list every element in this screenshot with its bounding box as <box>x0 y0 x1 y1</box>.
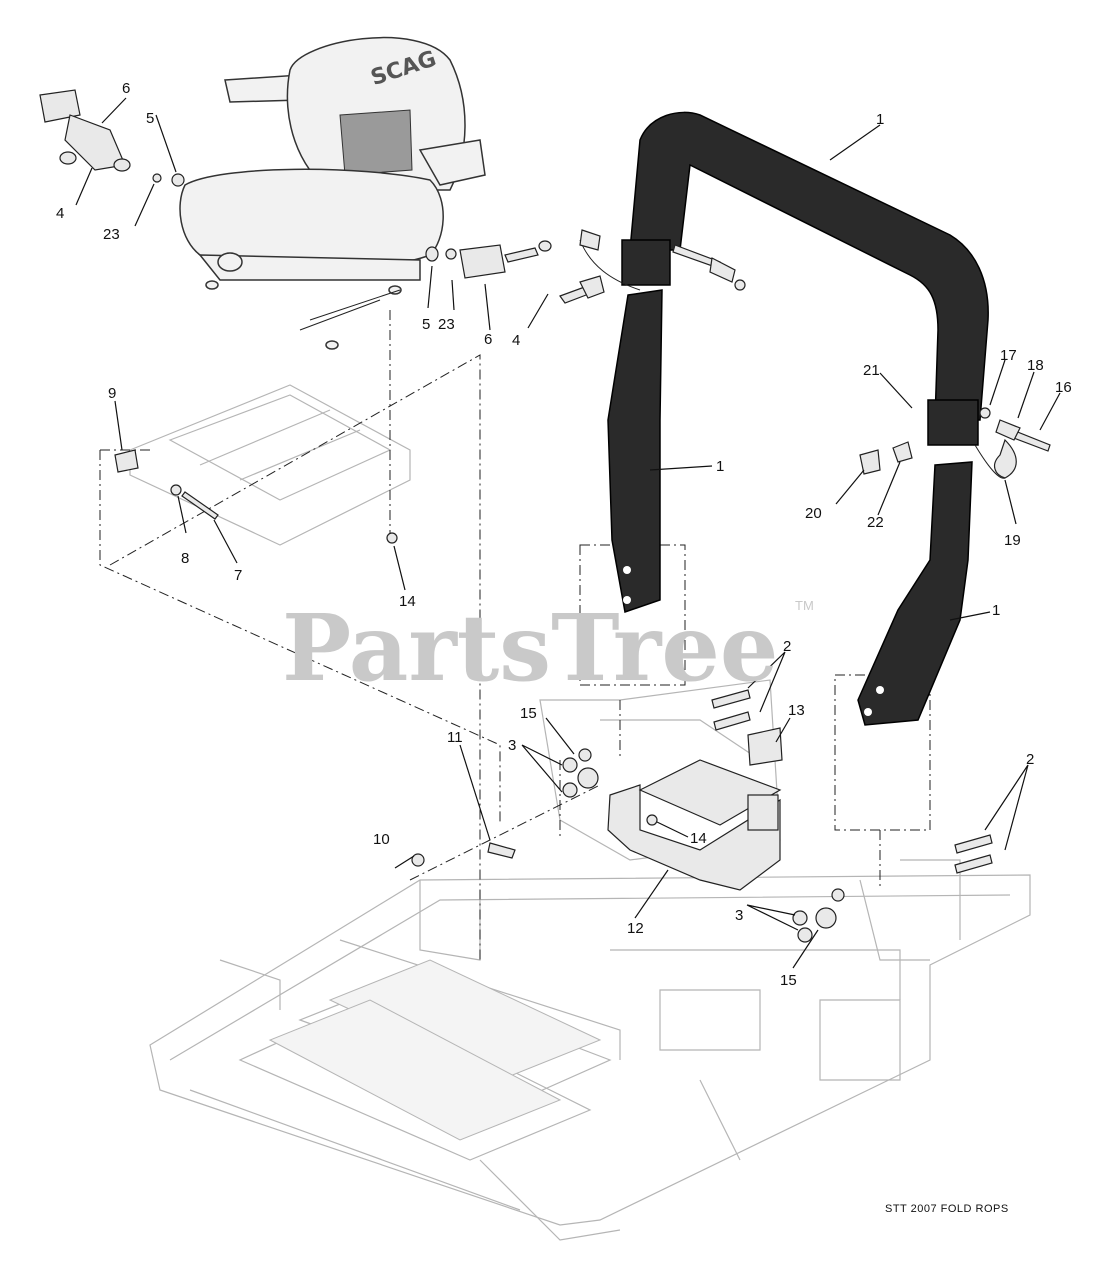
seat-plate-hardware <box>114 449 398 544</box>
callout-23-left: 23 <box>103 226 120 243</box>
rops-right-leg <box>857 461 973 726</box>
assembly-lines <box>99 310 931 960</box>
callout-10: 10 <box>373 831 390 848</box>
callout-5-right: 5 <box>422 316 430 333</box>
callout-9: 9 <box>108 385 116 402</box>
callout-6-right: 6 <box>484 331 492 348</box>
parts-tree-watermark: PartsTree TM <box>282 594 814 702</box>
callout-7: 7 <box>234 567 242 584</box>
seat-switch-right <box>425 240 552 279</box>
callout-21: 21 <box>863 362 880 379</box>
callout-18: 18 <box>1027 357 1044 374</box>
callout-8: 8 <box>181 550 189 567</box>
diagram-code: STT 2007 FOLD ROPS <box>885 1203 1009 1215</box>
callout-1-left-leg: 1 <box>716 458 724 475</box>
callout-19: 19 <box>1004 532 1021 549</box>
hinge-hardware-right <box>859 407 1051 479</box>
callout-14-bracket: 14 <box>690 830 707 847</box>
callout-15-right: 15 <box>780 972 797 989</box>
callout-11: 11 <box>447 729 463 746</box>
mounting-bracket <box>411 727 783 891</box>
callout-3-left: 3 <box>508 737 516 754</box>
trademark-symbol: TM <box>795 598 814 613</box>
callout-2-left: 2 <box>783 638 791 655</box>
chassis-frame <box>129 384 1031 1241</box>
callout-17: 17 <box>1000 347 1017 364</box>
mount-hardware <box>562 689 993 943</box>
callout-1-top: 1 <box>876 111 884 128</box>
callout-14-plate: 14 <box>399 593 416 610</box>
callout-12: 12 <box>627 920 644 937</box>
watermark-text: PartsTree <box>282 594 778 702</box>
callout-13: 13 <box>788 702 805 719</box>
seat-assembly: SCAG <box>179 36 486 350</box>
rops-upper-bar <box>621 111 989 446</box>
callout-5-left: 5 <box>146 110 154 127</box>
callout-3-right: 3 <box>735 907 743 924</box>
leader-lines <box>75 97 1061 969</box>
callouts: 1 1 1 2 2 3 3 4 4 5 5 6 6 7 8 9 10 11 12… <box>56 80 1072 989</box>
callout-2-right: 2 <box>1026 751 1034 768</box>
callout-4-left: 4 <box>56 205 64 222</box>
callout-20: 20 <box>805 505 822 522</box>
hinge-hardware-left <box>559 229 746 304</box>
callout-23-right: 23 <box>438 316 455 333</box>
callout-4-right: 4 <box>512 332 520 349</box>
rops-left-leg <box>607 289 663 613</box>
seat-switch-left <box>39 89 185 187</box>
callout-16: 16 <box>1055 379 1072 396</box>
callout-1-right-leg: 1 <box>992 602 1000 619</box>
floor-grate <box>268 959 602 1141</box>
callout-15-left: 15 <box>520 705 537 722</box>
callout-6-left: 6 <box>122 80 130 97</box>
callout-22: 22 <box>867 514 884 531</box>
